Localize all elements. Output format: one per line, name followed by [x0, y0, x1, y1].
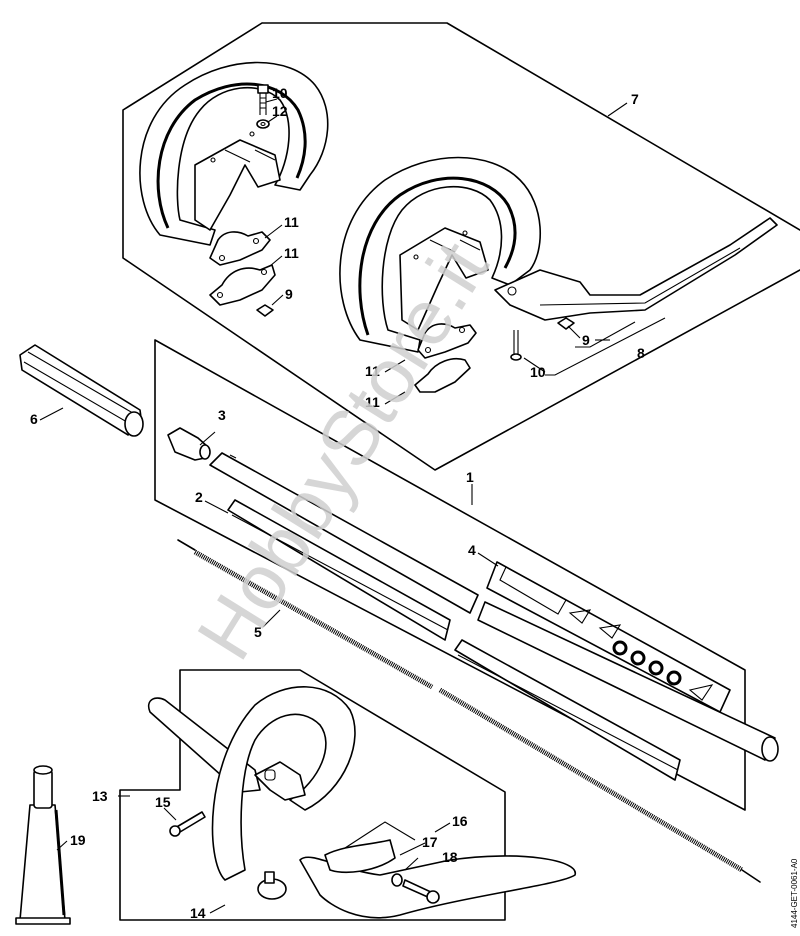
callout-11-d: 11	[365, 394, 380, 410]
nut-9-left	[256, 304, 274, 317]
drive-tube-upper	[209, 452, 479, 614]
callout-11-a: 11	[284, 214, 299, 230]
tube-plug-3	[167, 427, 211, 461]
callout-8: 8	[637, 345, 645, 361]
screw-15	[169, 811, 206, 837]
hose-clamp-14	[257, 871, 287, 900]
loop-handle-left	[139, 61, 329, 246]
callout-5: 5	[254, 624, 262, 640]
screw-10-right	[510, 330, 522, 361]
liner-2-lower	[454, 639, 681, 781]
callout-11-c: 11	[365, 363, 380, 379]
control-handle-13	[147, 686, 356, 881]
callout-6: 6	[30, 411, 38, 427]
callout-19: 19	[70, 832, 86, 848]
callout-7: 7	[631, 91, 639, 107]
callout-2: 2	[195, 489, 203, 505]
callout-17: 17	[422, 834, 438, 850]
callout-14: 14	[190, 905, 206, 921]
screw-10-top	[257, 84, 269, 115]
drive-tube-lower	[477, 601, 779, 762]
group-1-outline	[154, 339, 746, 811]
callout-10-right: 10	[530, 364, 546, 380]
grease-tube-19	[15, 765, 71, 925]
nut-9-right	[557, 317, 575, 330]
callout-10-top: 10	[272, 85, 288, 101]
callout-16: 16	[452, 813, 468, 829]
loop-handle-right	[339, 156, 542, 353]
callout-1: 1	[466, 469, 474, 485]
callout-3: 3	[218, 407, 226, 423]
callout-4: 4	[468, 542, 476, 558]
screw-18	[402, 879, 440, 904]
callout-9-right: 9	[582, 332, 590, 348]
trigger-16	[299, 839, 576, 919]
washer-17	[391, 873, 403, 887]
drawing-code: 4144-GET-0061-A0	[790, 858, 799, 928]
callout-12: 12	[272, 103, 288, 119]
clamp-11-left-lower	[209, 264, 276, 306]
callout-18: 18	[442, 849, 458, 865]
warning-decal-4	[486, 561, 731, 713]
callouts: 7 10 12 11 11 9 9 8 10 11 11 6 3 1 2 4 5…	[30, 85, 645, 921]
callout-15: 15	[155, 794, 171, 810]
callout-9-left: 9	[285, 286, 293, 302]
washer-12	[256, 119, 270, 129]
liner-2-upper	[227, 499, 451, 641]
clamp-11-left-upper	[209, 231, 271, 266]
group-7-outline	[122, 22, 800, 471]
leader-lines	[39, 98, 666, 914]
group-13-outline	[119, 669, 506, 921]
clamp-11-right-lower	[414, 358, 471, 393]
damper-sleeve-6	[19, 344, 144, 437]
clamp-11-right-upper	[417, 323, 477, 359]
callout-13: 13	[92, 788, 108, 804]
barrier-bar-8	[494, 217, 778, 321]
callout-11-b: 11	[284, 245, 299, 261]
flex-shaft-5	[177, 539, 761, 883]
